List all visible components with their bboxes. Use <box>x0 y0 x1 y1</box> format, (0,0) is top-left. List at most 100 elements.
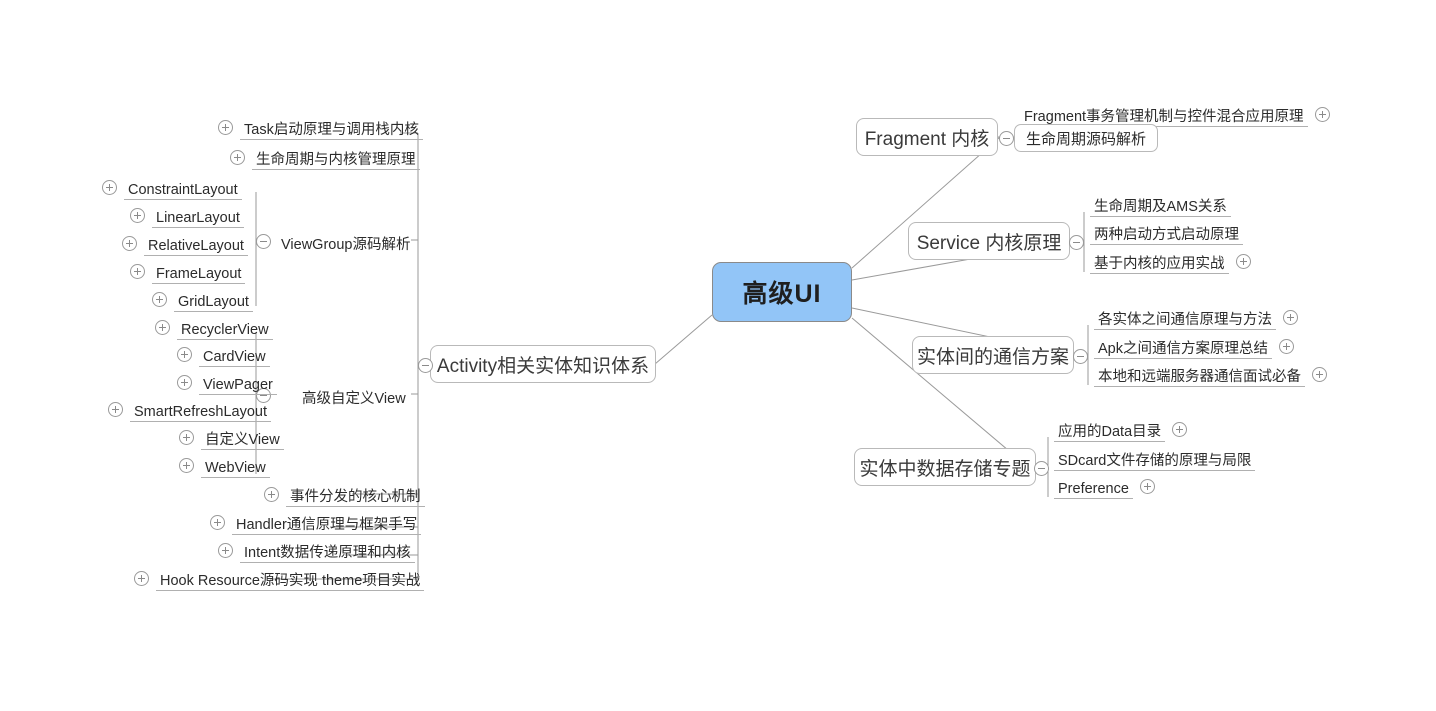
plus-circle-icon[interactable] <box>1283 310 1298 325</box>
leaf-label: Preference <box>1054 481 1133 499</box>
leaf-label: 各实体之间通信原理与方法 <box>1094 312 1276 330</box>
list-item[interactable]: WebView <box>179 452 270 478</box>
minus-circle-icon[interactable] <box>1069 235 1084 250</box>
branch-label: 实体间的通信方案 <box>917 346 1070 368</box>
root-node[interactable]: 高级UI <box>712 262 852 322</box>
list-item[interactable]: 两种启动方式启动原理 <box>1090 219 1243 245</box>
list-item[interactable]: 应用的Data目录 <box>1054 416 1188 442</box>
plus-circle-icon[interactable] <box>230 150 245 165</box>
list-item[interactable]: FrameLayout <box>130 258 246 284</box>
leaf-label: 基于内核的应用实战 <box>1090 256 1229 274</box>
list-item[interactable]: Hook Resource源码实现 theme项目实战 <box>134 565 425 591</box>
plus-circle-icon[interactable] <box>218 120 233 135</box>
plus-circle-icon[interactable] <box>134 571 149 586</box>
list-item[interactable]: CardView <box>177 341 270 367</box>
list-item[interactable]: 生命周期与内核管理原理 <box>230 144 420 170</box>
list-item[interactable]: 基于内核的应用实战 <box>1090 248 1251 274</box>
minus-circle-icon[interactable] <box>418 358 433 373</box>
leaf-label: LinearLayout <box>152 210 244 228</box>
leaf-label: Hook Resource源码实现 theme项目实战 <box>156 573 425 591</box>
plus-circle-icon[interactable] <box>130 208 145 223</box>
group-label: ViewGroup源码解析 <box>281 236 411 253</box>
plus-circle-icon[interactable] <box>122 236 137 251</box>
leaf-label: SmartRefreshLayout <box>130 404 271 422</box>
plus-circle-icon[interactable] <box>179 458 194 473</box>
list-item[interactable]: 各实体之间通信原理与方法 <box>1094 304 1298 330</box>
list-item[interactable]: LinearLayout <box>130 202 244 228</box>
plus-circle-icon[interactable] <box>1312 367 1327 382</box>
leaf-label: Intent数据传递原理和内核 <box>240 545 415 563</box>
list-item[interactable]: 生命周期及AMS关系 <box>1090 191 1231 217</box>
leaf-label: Fragment事务管理机制与控件混合应用原理 <box>1020 109 1308 127</box>
branch-service-core[interactable]: Service 内核原理 <box>908 222 1070 260</box>
leaf-label: 本地和远端服务器通信面试必备 <box>1094 369 1305 387</box>
plus-circle-icon[interactable] <box>177 347 192 362</box>
plus-circle-icon[interactable] <box>1235 254 1251 269</box>
leaf-label: CardView <box>199 349 270 367</box>
list-item[interactable]: Handler通信原理与框架手写 <box>210 509 422 535</box>
list-item[interactable]: GridLayout <box>152 286 253 312</box>
branch-label: 实体中数据存储专题 <box>859 458 1031 480</box>
plus-circle-icon[interactable] <box>210 515 225 530</box>
leaf-label: ConstraintLayout <box>124 182 242 200</box>
leaf-label: 生命周期与内核管理原理 <box>252 152 420 170</box>
leaf-label: Apk之间通信方案原理总结 <box>1094 341 1272 359</box>
branch-label: Service 内核原理 <box>916 232 1062 254</box>
leaf-label: SDcard文件存储的原理与局限 <box>1054 453 1256 471</box>
list-item[interactable]: 本地和远端服务器通信面试必备 <box>1094 361 1327 387</box>
plus-circle-icon[interactable] <box>264 487 279 502</box>
minus-circle-icon[interactable] <box>999 131 1014 146</box>
list-item[interactable]: Intent数据传递原理和内核 <box>218 537 415 563</box>
plus-circle-icon[interactable] <box>155 320 170 335</box>
list-item[interactable]: Task启动原理与调用栈内核 <box>218 114 423 140</box>
list-item[interactable]: ViewPager <box>177 369 277 395</box>
leaf-label: GridLayout <box>174 294 253 312</box>
branch-entity-communication[interactable]: 实体间的通信方案 <box>912 336 1074 374</box>
list-item[interactable]: ConstraintLayout <box>102 174 242 200</box>
plus-circle-icon[interactable] <box>108 402 123 417</box>
branch-activity-knowledge[interactable]: Activity相关实体知识体系 <box>430 345 656 383</box>
plus-circle-icon[interactable] <box>130 264 145 279</box>
leaf-label: WebView <box>201 460 270 478</box>
minus-circle-icon[interactable] <box>1073 349 1088 364</box>
leaf-label: Task启动原理与调用栈内核 <box>240 122 423 140</box>
branch-data-storage[interactable]: 实体中数据存储专题 <box>854 448 1036 486</box>
minus-circle-icon[interactable] <box>1034 461 1049 476</box>
plus-circle-icon[interactable] <box>177 375 192 390</box>
leaf-label: Handler通信原理与框架手写 <box>232 517 422 535</box>
list-item[interactable]: Apk之间通信方案原理总结 <box>1094 333 1294 359</box>
list-item[interactable]: Preference <box>1054 473 1155 499</box>
leaf-label: RelativeLayout <box>144 238 248 256</box>
plus-circle-icon[interactable] <box>152 292 167 307</box>
leaf-label: FrameLayout <box>152 266 246 284</box>
plus-circle-icon[interactable] <box>1279 339 1294 354</box>
group-label: 高级自定义View <box>302 390 406 407</box>
plus-circle-icon[interactable] <box>218 543 233 558</box>
plus-circle-icon[interactable] <box>102 180 117 195</box>
leaf-label: 事件分发的核心机制 <box>286 489 425 507</box>
plus-circle-icon[interactable] <box>1172 422 1188 437</box>
leaf-label: 生命周期及AMS关系 <box>1090 199 1231 217</box>
list-item[interactable]: 生命周期源码解析 <box>1014 124 1159 152</box>
branch-fragment-core[interactable]: Fragment 内核 <box>856 118 998 156</box>
leaf-label: 应用的Data目录 <box>1054 424 1166 442</box>
list-item[interactable]: 自定义View <box>179 424 284 450</box>
group-advanced-customview[interactable]: 高级自定义View <box>298 382 410 408</box>
leaf-label: 生命周期源码解析 <box>1026 130 1147 148</box>
list-item[interactable]: SmartRefreshLayout <box>108 396 271 422</box>
branch-label: Activity相关实体知识体系 <box>436 355 650 377</box>
leaf-label: 自定义View <box>201 432 284 450</box>
plus-circle-icon[interactable] <box>1314 107 1330 122</box>
minus-circle-icon[interactable] <box>256 388 271 403</box>
list-item[interactable]: 事件分发的核心机制 <box>264 481 425 507</box>
minus-circle-icon[interactable] <box>256 234 271 249</box>
list-item[interactable]: RelativeLayout <box>122 230 248 256</box>
list-item[interactable]: RecyclerView <box>155 314 273 340</box>
plus-circle-icon[interactable] <box>179 430 194 445</box>
plus-circle-icon[interactable] <box>1139 479 1155 494</box>
list-item[interactable]: Fragment事务管理机制与控件混合应用原理 <box>1020 101 1330 127</box>
branch-label: Fragment 内核 <box>864 128 990 150</box>
group-viewgroup-source[interactable]: ViewGroup源码解析 <box>277 228 414 254</box>
list-item[interactable]: SDcard文件存储的原理与局限 <box>1054 445 1256 471</box>
